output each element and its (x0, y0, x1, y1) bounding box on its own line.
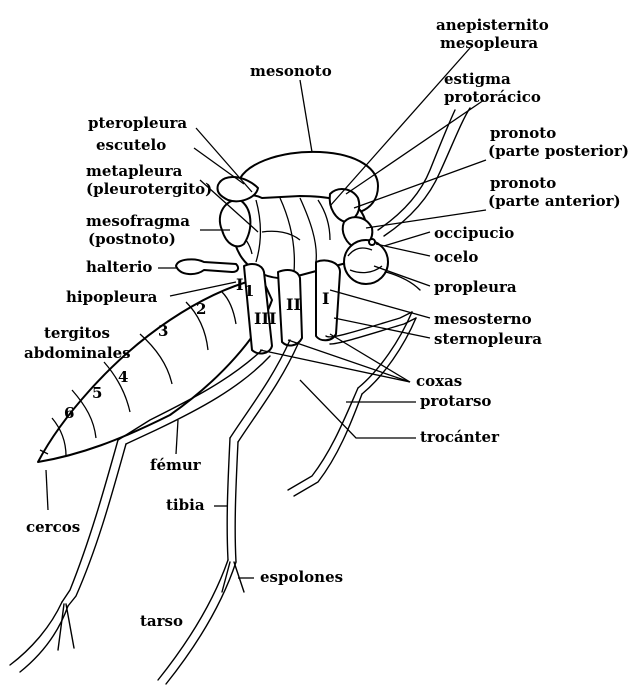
label-femur: fémur (150, 456, 202, 474)
label-estigma: estigma (444, 70, 511, 88)
label-abdominales: abdominales (24, 344, 131, 362)
label-coxas: coxas (416, 372, 462, 390)
leader-line (346, 100, 484, 194)
leader-line (46, 470, 48, 510)
segment-number: 2 (196, 300, 206, 318)
fore-femur (326, 312, 412, 337)
halter (176, 259, 238, 274)
label-anepisternito: anepisternito (436, 16, 549, 34)
label-pteropleura: pteropleura (88, 114, 187, 132)
label-metapleura: metapleura (86, 162, 183, 180)
label-occipucio: occipucio (434, 224, 514, 242)
hind-tarsus (20, 606, 68, 672)
label-pronoto-posterior: pronoto (490, 124, 556, 142)
label-mesofragma: mesofragma (86, 212, 190, 230)
mid-tibia (227, 438, 230, 560)
label-tibia: tibia (166, 496, 205, 514)
label-protoracico: protorácico (444, 88, 541, 106)
insect-drawing (10, 108, 470, 684)
coxa-numeral: II (286, 295, 301, 314)
antenna (384, 108, 470, 236)
label-propleura: propleura (434, 278, 517, 296)
segment-number: 3 (158, 322, 168, 340)
label-postnoto: (postnoto) (88, 230, 176, 248)
label-sternopleura: sternopleura (434, 330, 542, 348)
coxa-numeral: III (254, 309, 276, 328)
label-espolones: espolones (260, 568, 343, 586)
label-tarso: tarso (140, 612, 183, 630)
leader-line (330, 290, 430, 318)
leader-line (176, 420, 178, 454)
label-pronoto-anterior: pronoto (490, 174, 556, 192)
mid-spur (234, 562, 244, 592)
label-pronoto-anterior-sub: (parte anterior) (488, 192, 621, 210)
label-cercos: cercos (26, 518, 80, 536)
ocelo-spot (369, 239, 375, 245)
mesofragma-lobe (220, 200, 251, 246)
head (344, 240, 388, 284)
leader-line (300, 80, 312, 152)
segment-number: 4 (118, 368, 128, 386)
label-halterio: halterio (86, 258, 152, 276)
label-pleurotergito: (pleurotergito) (86, 180, 212, 198)
label-mesonoto: mesonoto (250, 62, 332, 80)
label-hipopleura: hipopleura (66, 288, 158, 306)
label-tergitos: tergitos (44, 324, 110, 342)
segment-number: 1 (244, 282, 254, 300)
coxa-numeral: I (322, 289, 329, 308)
coxa-numeral: I (236, 275, 243, 294)
label-mesopleura: mesopleura (440, 34, 538, 52)
segment-number: 5 (92, 384, 102, 402)
label-mesosterno: mesosterno (434, 310, 532, 328)
label-trocanter: trocánter (420, 428, 500, 446)
hind-spur (66, 604, 74, 648)
label-ocelo: ocelo (434, 248, 478, 266)
leader-line (384, 232, 430, 246)
leader-line (334, 318, 430, 338)
segment-number: 6 (64, 404, 74, 422)
mid-tibia (235, 442, 238, 562)
label-escutelo: escutelo (96, 136, 166, 154)
label-protarso: protarso (420, 392, 491, 410)
label-pronoto-posterior-sub: (parte posterior) (488, 142, 629, 160)
